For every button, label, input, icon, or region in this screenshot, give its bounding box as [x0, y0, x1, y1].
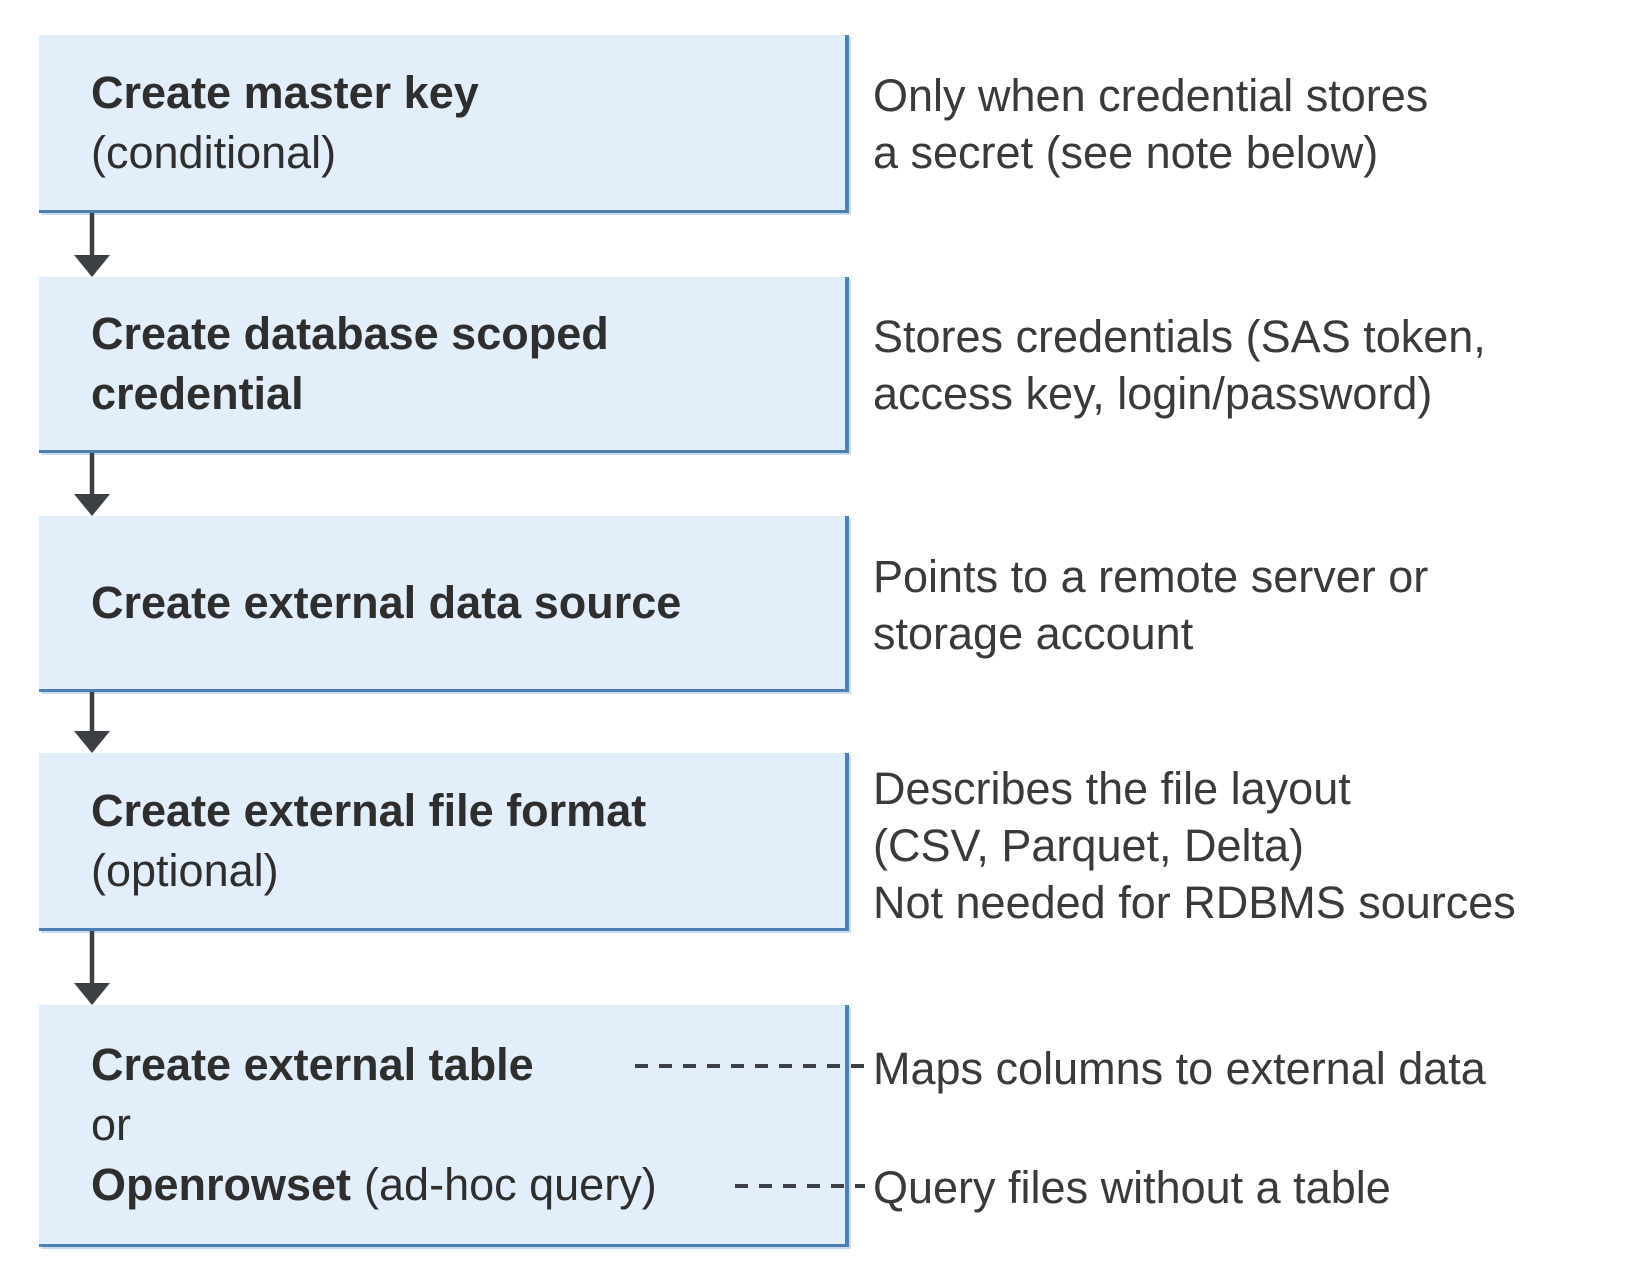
- note-line: Query files without a table: [873, 1162, 1391, 1213]
- box-option-create-external-table: Create external table: [91, 1038, 534, 1090]
- note-external-data-source: Points to a remote server or storage acc…: [873, 548, 1633, 662]
- step-box-create-external-data-source: Create external data source: [39, 516, 849, 692]
- note-line: Not needed for RDBMS sources: [873, 877, 1516, 928]
- note-line: access key, login/password): [873, 368, 1433, 419]
- note-line: Maps columns to external data: [873, 1043, 1486, 1094]
- note-openrowset: Query files without a table: [873, 1159, 1633, 1216]
- note-external-file-format: Describes the file layout (CSV, Parquet,…: [873, 760, 1633, 931]
- note-line: a secret (see note below): [873, 127, 1379, 178]
- box-subtitle: (optional): [91, 844, 279, 896]
- note-scoped-credential: Stores credentials (SAS token, access ke…: [873, 308, 1633, 422]
- note-line: Points to a remote server or: [873, 551, 1429, 602]
- box-title: Create external file format: [91, 784, 647, 836]
- openrowset-suffix: (ad-hoc query): [364, 1158, 657, 1210]
- box-subtitle: (conditional): [91, 126, 337, 178]
- step-box-create-external-file-format: Create external file format (optional): [39, 753, 849, 931]
- note-master-key: Only when credential stores a secret (se…: [873, 67, 1633, 181]
- down-arrow-icon: [74, 692, 110, 753]
- box-option-openrowset: Openrowset(ad-hoc query): [91, 1155, 657, 1215]
- note-line: (CSV, Parquet, Delta): [873, 820, 1305, 871]
- down-arrow-icon: [74, 213, 110, 277]
- box-title: Create external data source: [91, 576, 682, 628]
- note-line: Only when credential stores: [873, 70, 1429, 121]
- note-line: Describes the file layout: [873, 763, 1351, 814]
- box-title-line2: credential: [91, 367, 304, 419]
- dashed-connector-line: [635, 1064, 865, 1068]
- openrowset-label: Openrowset: [91, 1158, 352, 1210]
- box-title: Create database scoped: [91, 307, 609, 359]
- note-line: Stores credentials (SAS token,: [873, 311, 1486, 362]
- down-arrow-icon: [74, 453, 110, 516]
- dashed-connector-line: [735, 1184, 865, 1188]
- box-or-label: or: [91, 1098, 132, 1150]
- note-external-table: Maps columns to external data: [873, 1040, 1633, 1097]
- box-title: Create master key: [91, 66, 479, 118]
- step-box-create-external-table-or-openrowset: Create external table or Openrowset(ad-h…: [39, 1005, 849, 1247]
- note-line: storage account: [873, 608, 1194, 659]
- down-arrow-icon: [74, 931, 110, 1005]
- step-box-create-database-scoped-credential: Create database scoped credential: [39, 277, 849, 453]
- step-box-create-master-key: Create master key (conditional): [39, 35, 849, 213]
